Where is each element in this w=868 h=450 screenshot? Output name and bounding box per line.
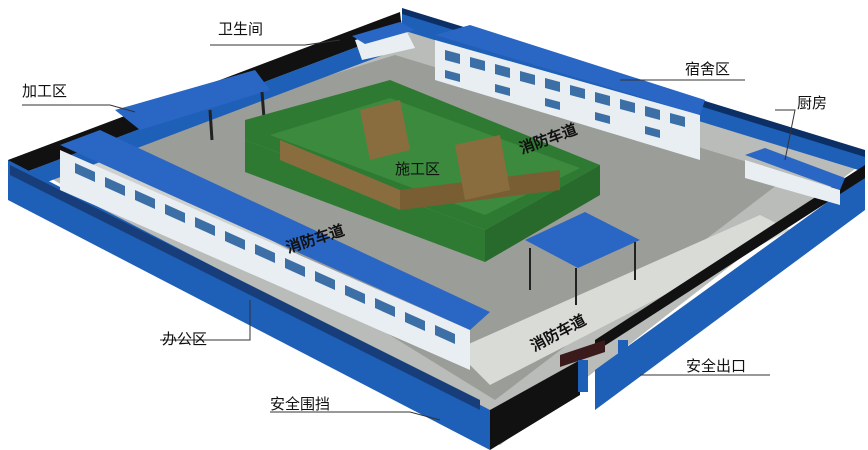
- construction-right-wall: [485, 165, 600, 262]
- pointer-processing: [22, 104, 136, 113]
- label-kitchen: 厨房: [797, 94, 828, 112]
- dormitory-windows: [445, 50, 685, 138]
- fence-front-left-dark: [10, 165, 480, 410]
- fence-front-right-black: [595, 165, 865, 352]
- fence-front-mid: [490, 360, 580, 450]
- pointer-toilet: [210, 39, 341, 46]
- toilet-roof: [352, 22, 415, 44]
- dormitory-roof: [435, 25, 705, 115]
- label-dormitory-area: 宿舍区: [685, 60, 731, 78]
- gate-post-right: [618, 340, 628, 378]
- label-office-area: 办公区: [162, 330, 208, 348]
- label-safety-exit: 安全出口: [686, 357, 747, 375]
- pointer-office: [160, 300, 251, 341]
- shed-post-2: [260, 91, 266, 119]
- pointer-fence: [270, 411, 441, 421]
- covered-shed-roof: [525, 212, 640, 268]
- label-construction-area: 施工区: [395, 160, 441, 178]
- office-building-wall: [60, 150, 470, 370]
- kitchen-roof: [745, 148, 845, 190]
- office-windows: [75, 163, 455, 344]
- label-processing-area: 加工区: [22, 82, 68, 100]
- construction-front-wall: [245, 140, 485, 262]
- office-building-roof: [60, 130, 490, 330]
- fence-front-right: [595, 175, 865, 410]
- pointer-kitchen: [775, 109, 796, 161]
- building-block-1: [360, 100, 410, 160]
- processing-shed-roof: [115, 70, 270, 130]
- building-block-2: [455, 135, 510, 200]
- label-toilet: 卫生间: [218, 20, 264, 38]
- kitchen-wall: [745, 160, 840, 205]
- brown-wall-left: [280, 140, 400, 210]
- toilet-building: [355, 28, 415, 60]
- fire-lane-strip: [455, 215, 790, 385]
- label-pointers: [22, 39, 796, 421]
- shed-post: [208, 109, 214, 141]
- gate-post-left: [578, 360, 588, 392]
- label-safety-fence: 安全围挡: [270, 395, 331, 413]
- safety-exit-gate: [560, 340, 605, 367]
